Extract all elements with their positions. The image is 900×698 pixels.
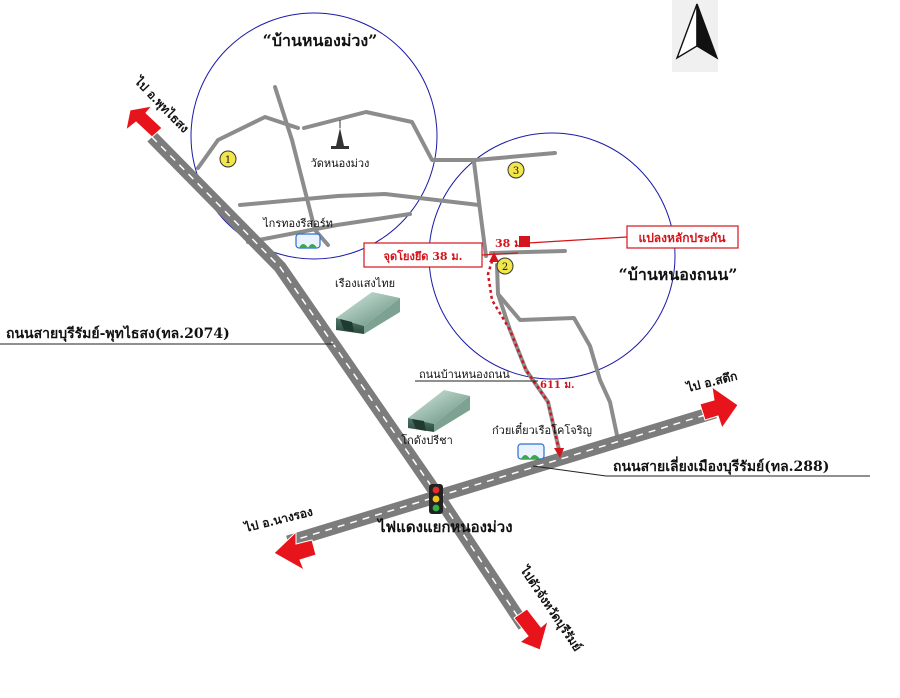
village-circle-nongmuang: [190, 12, 438, 260]
access-label-box: [363, 242, 483, 268]
shop-icon: [517, 443, 545, 460]
arrow-icon: [513, 608, 549, 651]
plot-label-box: [626, 225, 739, 249]
route-arrow-icon: [489, 252, 499, 262]
warehouse-1-label: เรืองแสงไทย: [335, 277, 395, 290]
local-roads: [196, 85, 620, 456]
marker-badge-3: 3: [507, 161, 525, 179]
highway-2074: [147, 132, 530, 630]
marker-badge-1: 1: [219, 150, 237, 168]
access-label: จุดโยงยึด 38 ม.: [384, 249, 463, 264]
road-label-local: ถนนบ้านหนองถนน: [419, 368, 510, 381]
road-label-2074: ถนนสายบุรีรัมย์-พุทไธสง(ทล.2074): [6, 324, 230, 342]
svg-text:1: 1: [225, 155, 231, 166]
road-label-288: ถนนสายเลี่ยงเมืองบุรีรัมย์(ทล.288): [613, 456, 829, 475]
warehouse-icon: [408, 390, 470, 432]
temple-icon: [331, 120, 349, 149]
highway-288: [286, 405, 717, 549]
arrow-icon: [125, 105, 163, 138]
warehouse-icon: [336, 292, 400, 334]
svg-text:3: 3: [513, 166, 519, 177]
direction-label-satuek: ไป อ.สตึก: [683, 368, 739, 396]
arrow-icon: [699, 385, 739, 430]
temple-label: วัดหนองม่วง: [311, 157, 370, 170]
resort-label: ไกรทองรีสอร์ท: [262, 217, 333, 230]
village-title-nongmuang: “บ้านหนองม่วง”: [263, 31, 378, 50]
marker-badge-2: 2: [496, 257, 514, 275]
svg-text:2: 2: [502, 262, 508, 273]
traffic-light-icon: [429, 484, 443, 514]
route-arrow-icon: [554, 448, 564, 458]
village-title-nongthanon: “บ้านหนองถนน”: [619, 265, 738, 284]
north-arrow-icon: [672, 0, 719, 72]
plot-label: แปลงหลักประกัน: [638, 231, 726, 245]
route-distance-label: 611 ม.: [540, 380, 574, 391]
noodle-shop-label: ก๋วยเตี๋ยวเรือโคโจริญ: [492, 421, 592, 437]
arrow-icon: [273, 530, 317, 572]
plot-marker: [519, 236, 530, 247]
route-path: [486, 254, 562, 455]
traffic-light-label: ไฟแดงแยกหนองม่วง: [376, 517, 513, 536]
shop-icon: [295, 233, 321, 249]
plot-width-label: 38 ม.: [495, 237, 525, 250]
warehouse-2-label: โกดังปรีชา: [401, 433, 453, 447]
